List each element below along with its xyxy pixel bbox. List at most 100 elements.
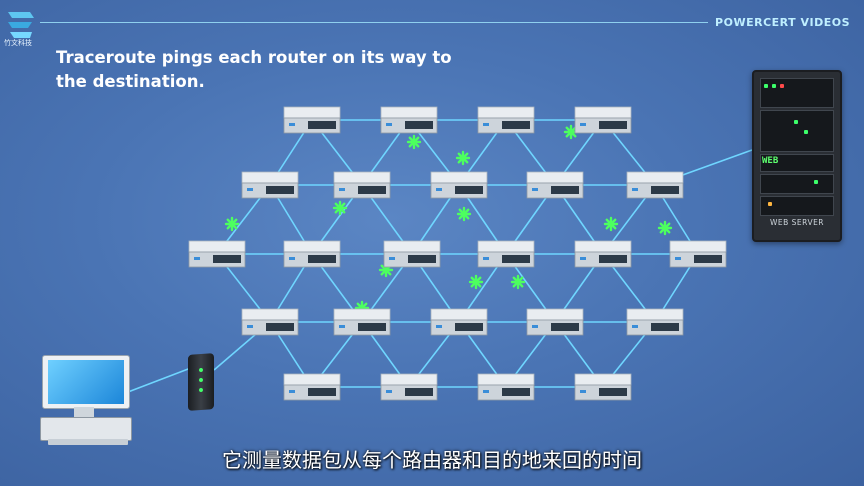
network-link [127,365,197,393]
router-icon [241,308,299,336]
router-ports [213,255,241,263]
router-top [477,373,535,386]
router-led [339,188,345,191]
packet-ray [226,218,238,230]
router-top [626,171,684,184]
computer-case [40,417,132,441]
router-led [339,325,345,328]
server-panel [760,154,834,172]
router-ports [551,186,579,194]
packet-ray [470,276,482,288]
router-icon [574,373,632,401]
modem-led [199,387,203,393]
router-led [389,257,395,260]
router-top [283,106,341,119]
router-ports [599,121,627,129]
router-top [283,373,341,386]
packet-icon [456,206,472,222]
server-panel [760,196,834,216]
packet-ray [458,208,470,220]
router-ports [405,388,433,396]
router-icon [526,308,584,336]
router-ports [266,323,294,331]
router-ports [308,388,336,396]
server-label: WEB SERVER [769,218,825,227]
router-top [477,240,535,253]
server-rack-icon: WEB WEB SERVER [752,70,842,242]
router-top [241,171,299,184]
router-led [580,123,586,126]
router-icon [383,240,441,268]
packet-ray [457,152,469,164]
computer-stand [74,407,94,417]
router-top [430,171,488,184]
router-led [632,188,638,191]
router-ports [694,255,722,263]
router-top [333,308,391,321]
modem-led [199,367,203,373]
router-top [333,171,391,184]
header-divider [40,22,708,23]
router-top [283,240,341,253]
router-ports [599,388,627,396]
status-led [814,180,818,184]
packet-ray [512,276,524,288]
router-top [380,373,438,386]
logo-icon [8,12,34,38]
computer-icon [40,355,132,447]
router-led [483,257,489,260]
router-icon [477,373,535,401]
router-icon [283,106,341,134]
router-led [436,325,442,328]
router-led [436,188,442,191]
router-icon [283,240,341,268]
router-top [526,308,584,321]
status-led [772,84,776,88]
router-ports [651,323,679,331]
router-ports [308,121,336,129]
packet-icon [332,200,348,216]
router-top [380,106,438,119]
computer-screen [48,360,124,404]
packet-ray [408,136,420,148]
packet-icon [455,150,471,166]
status-led [768,202,772,206]
router-icon [188,240,246,268]
router-icon [333,308,391,336]
router-icon [574,106,632,134]
router-icon [477,240,535,268]
router-top [574,106,632,119]
packet-icon [603,216,619,232]
router-icon [430,171,488,199]
packet-ray [659,222,671,234]
router-led [675,257,681,260]
router-icon [333,171,391,199]
router-ports [455,323,483,331]
packet-ray [605,218,617,230]
router-ports [502,388,530,396]
logo-text: 竹文科技 [4,39,32,47]
router-icon [626,308,684,336]
router-ports [551,323,579,331]
router-ports [308,255,336,263]
packet-ray [565,126,577,138]
server-panel [760,78,834,108]
router-led [483,390,489,393]
router-icon [526,171,584,199]
router-top [526,171,584,184]
router-ports [455,186,483,194]
router-icon [669,240,727,268]
router-icon [380,106,438,134]
router-icon [574,240,632,268]
packet-icon [563,124,579,140]
packet-icon [657,220,673,236]
router-icon [626,171,684,199]
router-ports [599,255,627,263]
router-top [241,308,299,321]
router-led [289,123,295,126]
router-top [669,240,727,253]
packet-icon [468,274,484,290]
router-icon [380,373,438,401]
status-led [764,84,768,88]
